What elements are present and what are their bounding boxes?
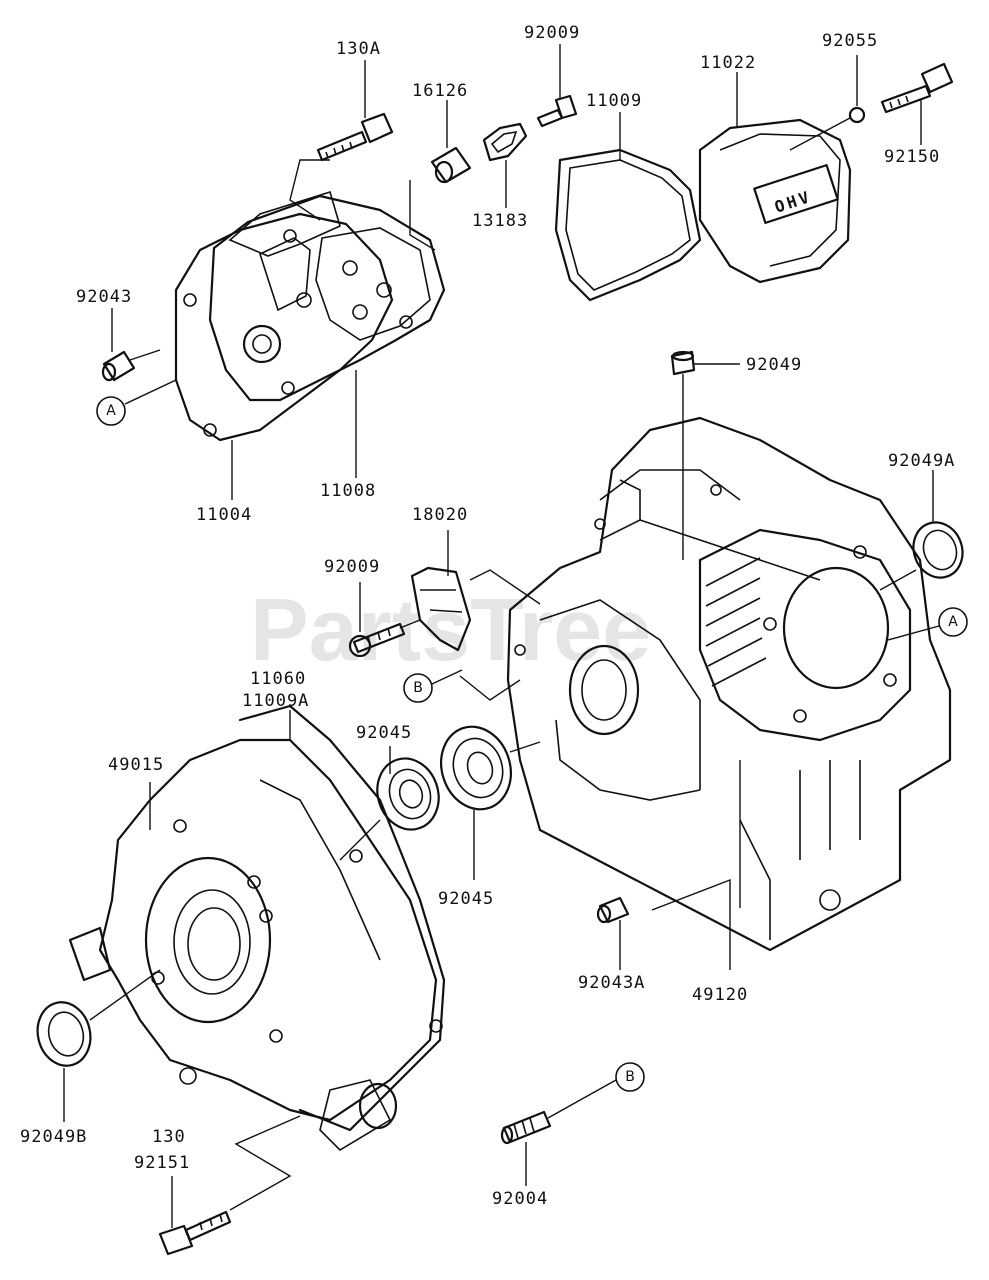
crankcase-cover-49015[interactable] <box>68 738 443 1152</box>
watermark: PartsTree <box>250 580 651 679</box>
callout-13183: 13183 <box>472 211 528 231</box>
callout-49120: 49120 <box>692 985 748 1005</box>
callout-49015: 49015 <box>108 755 164 775</box>
svg-text:A: A <box>106 403 116 419</box>
gasket-13183[interactable] <box>482 122 528 162</box>
dowel-92043a[interactable] <box>596 896 630 924</box>
leader-ref-b-mid <box>431 669 463 685</box>
callout-92049a: 92049A <box>888 451 955 471</box>
cylinder-head-11008[interactable] <box>208 190 446 402</box>
svg-text:A: A <box>948 614 958 630</box>
svg-text:B: B <box>625 1069 635 1085</box>
o-ring-92055[interactable] <box>848 106 866 124</box>
leader-92049 <box>682 363 740 560</box>
dowel-92049[interactable] <box>670 350 696 376</box>
callout-92049: 92049 <box>746 355 802 375</box>
callout-92043a: 92043A <box>578 973 645 993</box>
bracket-18020[interactable] <box>410 566 472 652</box>
callout-18020: 18020 <box>412 505 468 525</box>
crankcase-49120[interactable] <box>506 416 952 952</box>
leader-92009-mid <box>359 582 421 632</box>
oil-seal-92049b[interactable] <box>31 997 97 1072</box>
callout-11060: 11060 <box>250 669 306 689</box>
callout-92150: 92150 <box>884 147 940 167</box>
callout-92049b: 92049B <box>20 1127 87 1147</box>
callout-92055: 92055 <box>822 31 878 51</box>
rocker-cover-11022[interactable]: OHV <box>698 118 852 284</box>
leader-ref-a-left <box>124 379 177 405</box>
bolt-92009-mid[interactable] <box>348 622 406 658</box>
leader-92055 <box>789 55 858 151</box>
leader-49015 <box>149 710 291 830</box>
leader-92049a <box>879 470 934 591</box>
callout-11009-top: 11009 <box>586 91 642 111</box>
callout-11022: 11022 <box>700 53 756 73</box>
bolt-92150[interactable] <box>880 62 954 114</box>
gasket-11009[interactable] <box>554 148 702 302</box>
gasket-11009a[interactable] <box>238 704 446 1132</box>
leader-92043 <box>111 308 161 361</box>
callout-92151: 92151 <box>134 1153 190 1173</box>
dowel-16126[interactable] <box>430 146 472 184</box>
callout-92009-top: 92009 <box>524 23 580 43</box>
leader-49120 <box>651 760 741 970</box>
leader-92045-b <box>473 741 541 880</box>
cylinder-head-gasket-11004[interactable] <box>174 212 394 442</box>
bolt-130a[interactable] <box>316 112 394 162</box>
bearing-92045-b[interactable] <box>431 718 522 819</box>
callout-11009a: 11009A <box>242 691 309 711</box>
oil-seal-92049a[interactable] <box>906 515 970 584</box>
leader-18020 <box>447 530 541 701</box>
cover-marking: OHV <box>772 187 814 217</box>
callout-11008: 11008 <box>320 481 376 501</box>
callout-130: 130 <box>152 1127 186 1147</box>
callout-92043: 92043 <box>76 287 132 307</box>
leader-16126 <box>409 100 448 251</box>
leader-130a <box>289 60 366 221</box>
callout-92004: 92004 <box>492 1189 548 1209</box>
callout-92009-mid: 92009 <box>324 557 380 577</box>
leader-92049b <box>63 969 161 1122</box>
leader-92045-a <box>339 746 391 861</box>
ref-marker-b-low[interactable]: B <box>615 1062 645 1092</box>
stud-92004[interactable] <box>500 1110 552 1145</box>
callout-16126: 16126 <box>412 81 468 101</box>
ref-marker-a-right[interactable]: A <box>938 607 968 637</box>
ref-marker-a-left[interactable]: A <box>96 396 126 426</box>
ref-marker-b-mid[interactable]: B <box>403 673 433 703</box>
callout-11004: 11004 <box>196 505 252 525</box>
dowel-92043[interactable] <box>101 350 136 382</box>
leader-92151 <box>171 1115 301 1228</box>
callout-92045-b: 92045 <box>438 889 494 909</box>
leader-ref-a-right <box>887 625 940 641</box>
bolt-92151[interactable] <box>158 1210 232 1256</box>
bearing-92045-a[interactable] <box>368 750 447 837</box>
leader-92004 <box>525 1079 617 1186</box>
callout-130a: 130A <box>336 39 381 59</box>
bolt-92009-top[interactable] <box>536 94 578 128</box>
callout-92045-a: 92045 <box>356 723 412 743</box>
svg-text:B: B <box>413 680 423 696</box>
